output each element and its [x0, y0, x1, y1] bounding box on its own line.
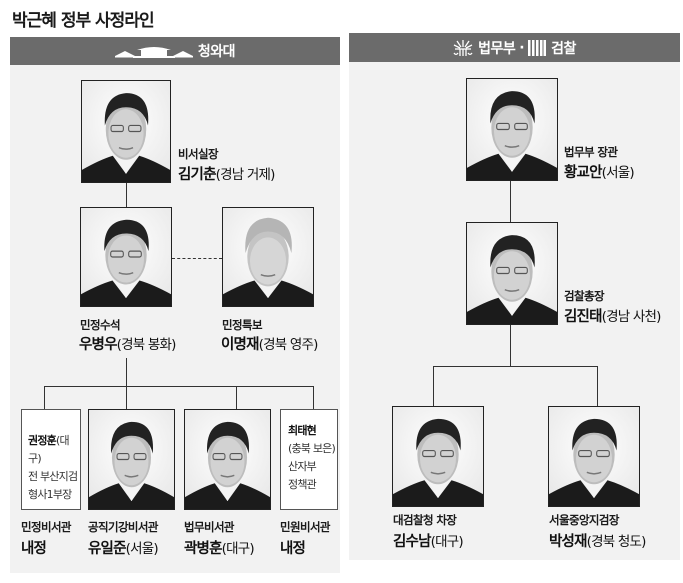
name-secretary-legal: 곽병훈(대구)	[184, 541, 255, 557]
prosecution-title: 검찰	[551, 40, 576, 57]
blue-house-icon	[114, 44, 193, 58]
header-separator: ·	[519, 39, 525, 56]
page-title: 박근혜 정부 사정라인	[12, 11, 155, 31]
role-senior-secretary: 민정수석	[80, 318, 121, 332]
photo-seoul-central-chief	[548, 406, 640, 507]
prosecution-bars-icon	[528, 39, 547, 56]
name-senior-secretary: 우병우(경북 봉화)	[79, 337, 176, 353]
nominee-line: 권정훈(대구)	[28, 434, 70, 465]
role-justice-minister: 법무부 장관	[564, 145, 618, 159]
role-chief-of-staff: 비서실장	[178, 147, 219, 161]
photo-prosecutor-general	[466, 222, 558, 325]
connector-line	[433, 366, 597, 367]
connector-line	[44, 386, 45, 409]
photo-justice-minister	[466, 78, 558, 181]
role-secretary-discipline: 공직기강비서관	[88, 520, 158, 534]
connector-line	[510, 181, 511, 222]
name-justice-minister: 황교안(서울)	[564, 165, 635, 181]
connector-line	[236, 386, 237, 409]
connector-line	[126, 358, 127, 387]
connector-line	[126, 183, 127, 207]
secretary-petitions-box: 최태현 (충북 보은) 산자부 정책관	[280, 409, 338, 510]
connector-line	[510, 325, 511, 366]
justice-scale-icon	[453, 39, 473, 57]
photo-deputy-prosecutor	[392, 406, 484, 507]
justice-header: 법무부 · 검찰	[349, 33, 680, 62]
role-special-advisor: 민정특보	[222, 318, 263, 332]
photo-special-advisor	[222, 207, 314, 307]
photo-secretary-legal	[184, 409, 271, 510]
role-prosecutor-general: 검찰총장	[564, 289, 605, 303]
connector-line	[597, 366, 598, 406]
name-special-advisor: 이명재(경북 영주)	[221, 337, 318, 353]
role-seoul-central-chief: 서울중앙지검장	[549, 513, 619, 527]
secretary-civil-affairs-box: 권정훈(대구) 전 부산지검 형사1부장	[21, 409, 81, 510]
name-chief-of-staff: 김기춘(경남 거제)	[178, 167, 275, 183]
dashed-connector	[172, 258, 222, 259]
cheongwadae-header: 청와대	[10, 37, 340, 65]
name-secretary-discipline: 유일준(서울)	[88, 541, 159, 557]
name-seoul-central-chief: 박성재(경북 청도)	[549, 534, 646, 550]
name-deputy-prosecutor: 김수남(대구)	[393, 534, 464, 550]
photo-senior-secretary	[80, 207, 172, 307]
name-prosecutor-general: 김진태(경남 사천)	[564, 309, 661, 325]
role-secretary-legal: 법무비서관	[184, 520, 235, 534]
cheongwadae-title: 청와대	[197, 44, 236, 60]
connector-line	[433, 366, 434, 406]
role-secretary-petitions: 민원비서관	[280, 520, 331, 534]
name-secretary-civil-affairs: 내정	[21, 541, 47, 557]
connector-line	[313, 386, 314, 409]
photo-secretary-discipline	[88, 409, 175, 510]
role-deputy-prosecutor: 대검찰청 차장	[393, 513, 457, 527]
name-secretary-petitions: 내정	[280, 541, 306, 557]
role-secretary-civil-affairs: 민정비서관	[21, 520, 72, 534]
photo-chief-of-staff	[81, 80, 171, 183]
connector-line	[44, 386, 313, 387]
connector-line	[126, 386, 127, 409]
justice-ministry-title: 법무부	[478, 40, 516, 57]
